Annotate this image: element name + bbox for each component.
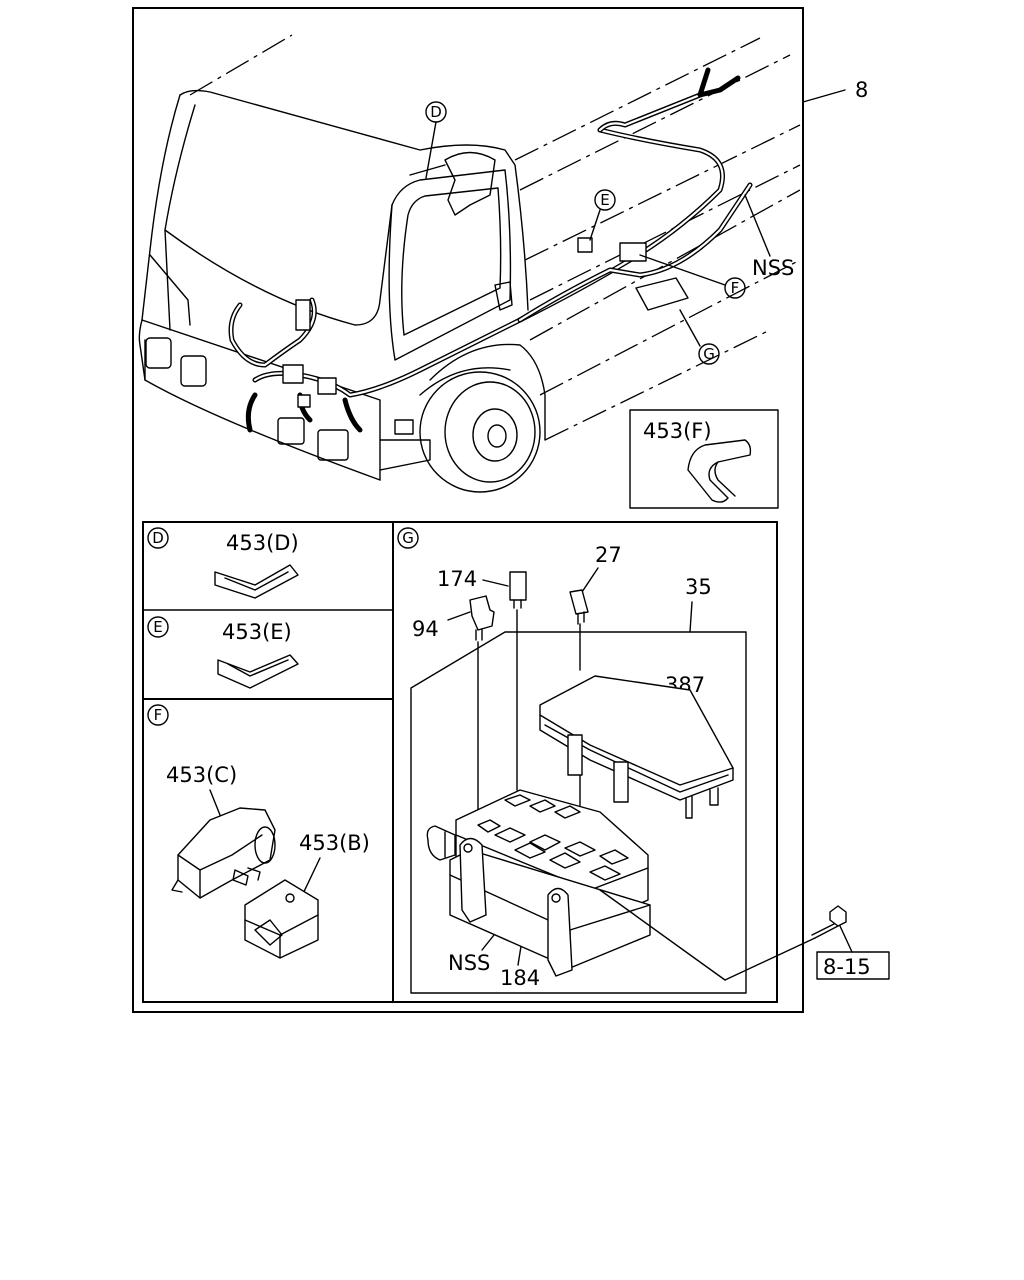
relay-94 xyxy=(469,595,495,641)
fuse-27 xyxy=(569,589,589,625)
panel-g-letter: G xyxy=(402,529,414,547)
diagram-frame xyxy=(132,7,804,1013)
callout-f-text: F xyxy=(731,279,740,297)
callout-d-text: D xyxy=(430,103,442,121)
panel-d-letter: D xyxy=(152,529,164,547)
truck-illustration xyxy=(138,34,846,493)
callout-f: F xyxy=(639,254,746,299)
connector-453c xyxy=(171,807,276,899)
label-35: 35 xyxy=(685,575,712,599)
panel-e-label: 453(E) xyxy=(222,620,292,644)
callout-g: G xyxy=(679,309,720,365)
clip-453e xyxy=(217,654,299,689)
bracket-453b xyxy=(232,867,319,959)
relay-174 xyxy=(509,571,527,609)
panel-e-letter: E xyxy=(153,618,162,636)
panel-f-letter: F xyxy=(154,706,163,724)
label-174: 174 xyxy=(437,567,477,591)
label-27: 27 xyxy=(595,543,622,567)
bolt-8-15 xyxy=(599,889,853,981)
nss-top-label: NSS xyxy=(752,256,794,280)
label-94: 94 xyxy=(412,617,439,641)
lower-panels-frame xyxy=(142,521,778,1003)
panel-g: G 174 27 94 35 387 NSS 184 xyxy=(397,527,890,994)
panel-f-label-c: 453(C) xyxy=(166,763,237,787)
label-nss: NSS xyxy=(448,951,490,975)
wiring-harness xyxy=(228,67,753,435)
panel-d-label: 453(D) xyxy=(226,531,299,555)
fuse-box xyxy=(426,789,651,977)
callout-d: D xyxy=(425,101,447,179)
label-184: 184 xyxy=(500,966,540,990)
ref-box-8-15 xyxy=(816,951,890,980)
main-ref-label: 8 xyxy=(855,78,868,102)
callout-e: E xyxy=(589,189,616,241)
panel-e: E 453(E) xyxy=(147,616,299,689)
panel-f-label-b: 453(B) xyxy=(299,831,370,855)
inset-453f-label: 453(F) xyxy=(643,419,712,443)
panel-d: D 453(D) xyxy=(147,527,299,599)
callout-g-text: G xyxy=(703,345,715,363)
clip-453d xyxy=(214,564,299,599)
inset-453f: 453(F) xyxy=(629,409,779,509)
ref-8-15-label: 8-15 xyxy=(823,955,871,979)
panel-f: F 453(C) 453(B) xyxy=(147,704,370,959)
cover-387 xyxy=(539,675,734,819)
callout-e-text: E xyxy=(600,191,609,209)
